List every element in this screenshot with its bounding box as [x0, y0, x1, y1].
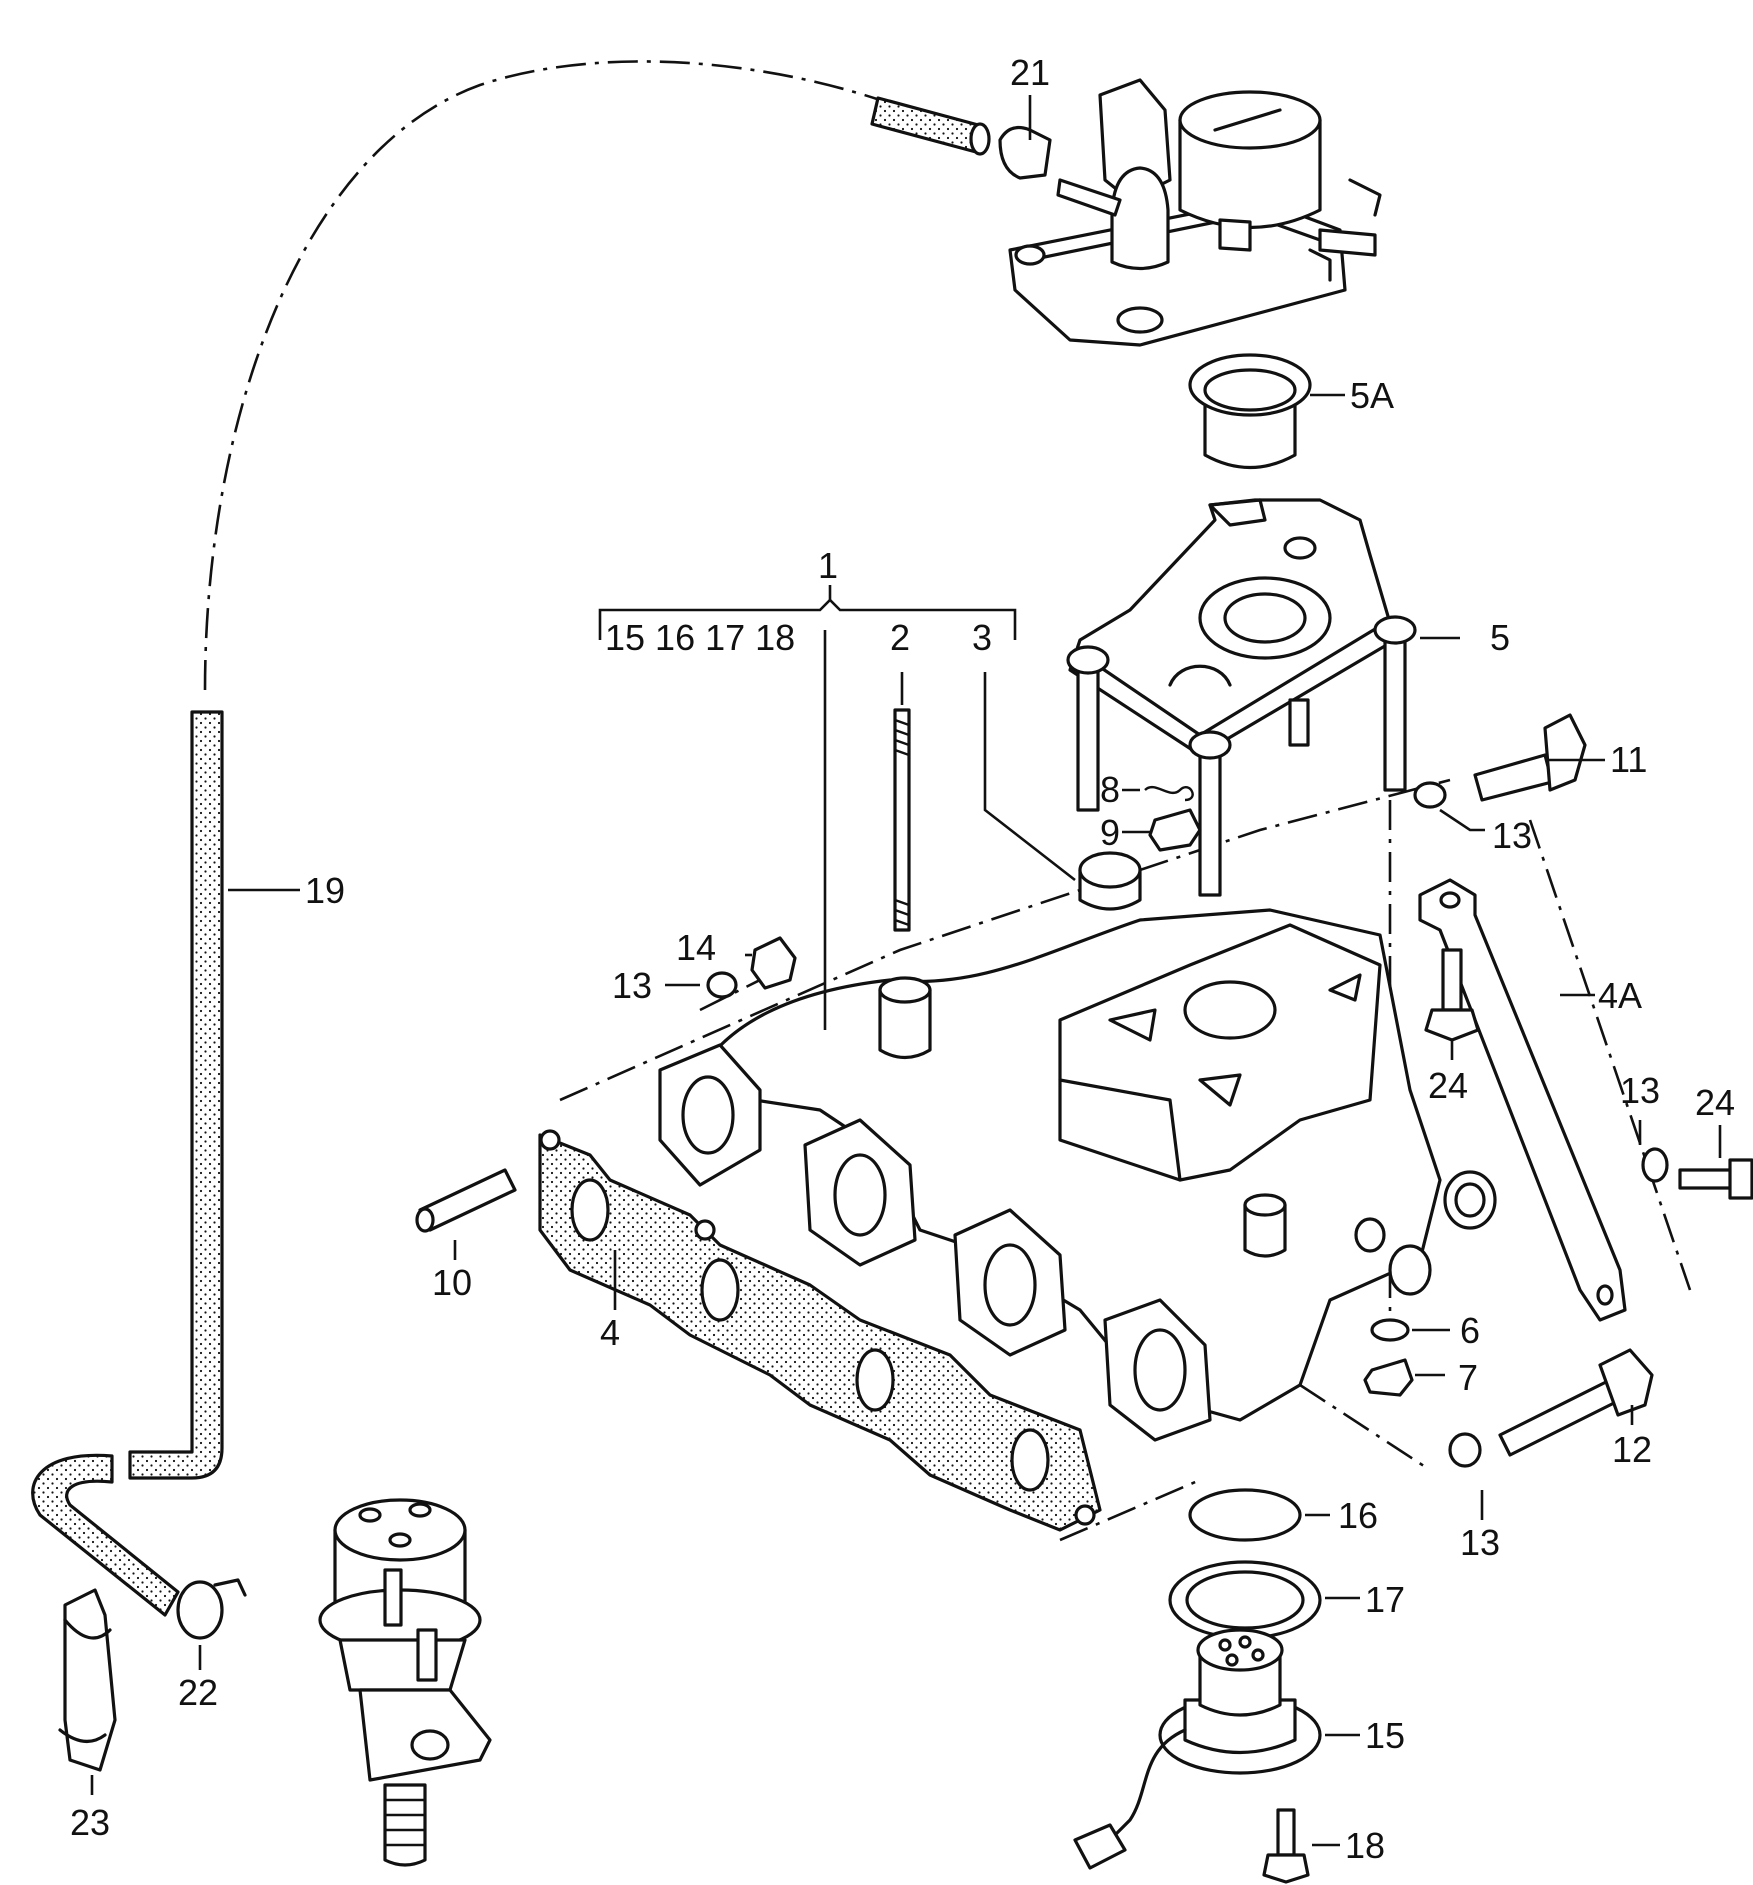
callout-19: 19 — [305, 870, 345, 911]
vacuum-hose — [31, 96, 991, 1617]
throttle-body — [1008, 78, 1382, 347]
callout-24-left: 24 — [1428, 1065, 1468, 1106]
leader-lines — [90, 95, 1722, 1847]
callout-15: 15 — [1365, 1715, 1405, 1756]
callouts: 1 15 16 17 18 2 3 4 4A 5 5A 6 7 8 9 10 1… — [70, 52, 1735, 1866]
callout-10: 10 — [432, 1262, 472, 1303]
callout-5a: 5A — [1350, 375, 1394, 416]
vacuum-unit — [318, 1498, 492, 1867]
sleeve-5a — [1188, 353, 1312, 470]
callout-17: 17 — [1365, 1579, 1405, 1620]
callout-24-right: 24 — [1695, 1082, 1735, 1123]
callout-13-upper-right: 13 — [1492, 815, 1532, 856]
bolt-12 — [1498, 1348, 1654, 1457]
callout-13-left: 13 — [612, 965, 652, 1006]
stud-2 — [893, 708, 911, 932]
callout-14: 14 — [676, 927, 716, 968]
callout-5: 5 — [1490, 617, 1510, 658]
callout-11: 11 — [1610, 739, 1647, 780]
callout-13-lower: 13 — [1460, 1522, 1500, 1563]
intake-manifold — [658, 908, 1497, 1442]
callout-15-16-17-18: 15 16 17 18 — [605, 617, 795, 658]
callout-7: 7 — [1458, 1357, 1478, 1398]
manifold-gasket — [538, 1129, 1102, 1532]
assembly-bracket-1 — [598, 585, 1017, 1030]
washers — [706, 781, 1669, 1468]
callout-23: 23 — [70, 1802, 110, 1843]
callout-9: 9 — [1100, 812, 1120, 853]
callout-21: 21 — [1010, 52, 1050, 93]
bolt-11 — [1473, 713, 1587, 802]
hose-clip-23 — [58, 1588, 117, 1772]
bolt-24-vertical — [1424, 948, 1480, 1042]
nuts — [750, 785, 1414, 1397]
o-ring-16 — [1188, 1488, 1302, 1542]
callout-3: 3 — [972, 617, 992, 658]
callout-4: 4 — [600, 1312, 620, 1353]
seal-17 — [1168, 1560, 1322, 1640]
bracket-4a — [1418, 878, 1627, 1322]
injector-unit-15 — [1073, 1628, 1322, 1870]
callout-2: 2 — [890, 617, 910, 658]
stud-10 — [415, 1168, 517, 1233]
callout-6: 6 — [1460, 1310, 1480, 1351]
callout-13-right: 13 — [1620, 1070, 1660, 1111]
callout-12: 12 — [1612, 1429, 1652, 1470]
callout-16: 16 — [1338, 1495, 1378, 1536]
callout-4a: 4A — [1598, 975, 1642, 1016]
hose-clamp-21 — [998, 126, 1052, 180]
hose-clamp-22 — [176, 1578, 247, 1640]
callout-1: 1 — [818, 545, 838, 586]
callout-18: 18 — [1345, 1825, 1385, 1866]
spacer-plate — [1066, 498, 1417, 897]
callout-8: 8 — [1100, 769, 1120, 810]
bolt-24-horizontal — [1678, 1158, 1753, 1200]
screw-18 — [1262, 1808, 1310, 1884]
cap-3 — [1078, 851, 1142, 911]
callout-22: 22 — [178, 1672, 218, 1713]
